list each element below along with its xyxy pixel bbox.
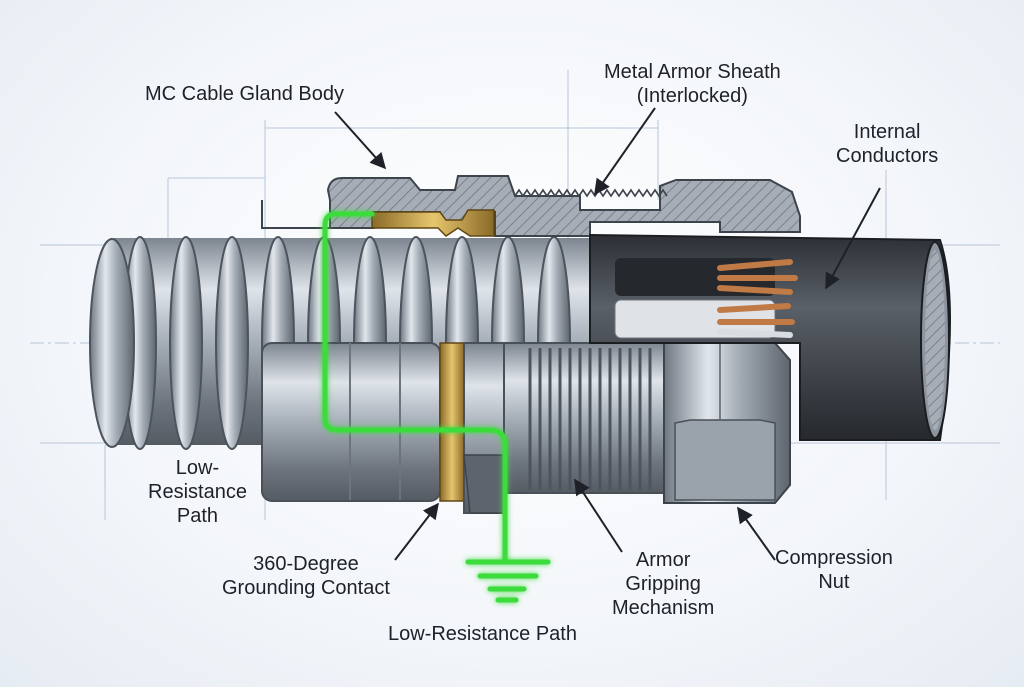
label-grounding-line1: 360-Degree <box>253 553 359 575</box>
label-armor-grip: Armor Gripping Mechanism <box>612 548 714 620</box>
arrow-comp-nut <box>737 506 776 561</box>
arrow-armor-grip <box>574 478 623 553</box>
label-grounding-line2: Grounding Contact <box>222 577 390 599</box>
label-conductors-line2: Conductors <box>836 145 939 167</box>
armor-ridge <box>215 236 249 450</box>
label-conductors: Internal Conductors <box>836 120 938 168</box>
label-low-res-left-line1: Low- <box>175 457 220 479</box>
armor-ridge <box>169 236 203 450</box>
label-comp-nut-line2: Nut <box>818 571 850 593</box>
label-low-res-left-line2: Resistance <box>148 481 247 503</box>
label-armor-grip-line2: Gripping <box>625 573 701 595</box>
label-armor-sheath-line2: (Interlocked) <box>636 85 748 107</box>
label-low-res-bottom-text: Low-Resistance Path <box>388 623 577 645</box>
gland-body-cutaway <box>261 175 801 237</box>
label-gland-body: MC Cable Gland Body <box>145 82 344 106</box>
leader-arrows <box>334 107 881 561</box>
arrow-conductors <box>825 187 881 290</box>
label-compression-nut: Compression Nut <box>775 546 893 594</box>
label-armor-grip-line1: Armor <box>635 549 691 571</box>
label-armor-grip-line3: Mechanism <box>612 597 715 619</box>
label-low-resistance-left: Low- Resistance Path <box>148 456 247 528</box>
arrow-grounding <box>394 502 439 561</box>
label-armor-sheath: Metal Armor Sheath (Interlocked) <box>604 60 781 108</box>
internal-conductors <box>614 258 798 339</box>
label-comp-nut-line1: Compression <box>775 547 893 569</box>
arrow-gland-body <box>334 111 387 170</box>
label-grounding-contact: 360-Degree Grounding Contact <box>222 552 390 600</box>
label-conductors-line1: Internal <box>853 121 921 143</box>
label-low-res-left-line3: Path <box>176 505 219 527</box>
label-gland-body-text: MC Cable Gland Body <box>145 83 344 105</box>
label-armor-sheath-line1: Metal Armor Sheath <box>604 61 781 83</box>
ground-path <box>322 211 551 603</box>
arrow-armor-sheath <box>594 107 656 196</box>
gland-body-exterior <box>261 342 791 514</box>
label-low-resistance-bottom: Low-Resistance Path <box>388 622 577 646</box>
